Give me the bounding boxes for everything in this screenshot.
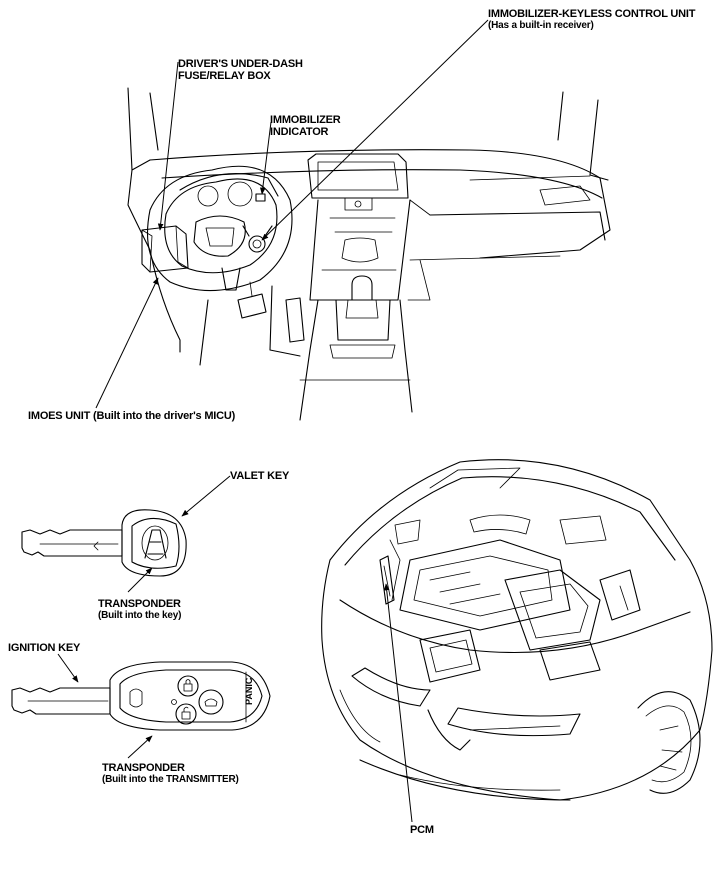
keyless-control-unit-note: (Has a built-in receiver)	[488, 20, 594, 31]
valet-key-illustration	[21, 509, 187, 577]
immobilizer-indicator-line1: IMMOBILIZER	[270, 114, 341, 126]
transponder-key-label: TRANSPONDER (Built into the key)	[98, 598, 181, 622]
trunk-icon	[204, 698, 218, 707]
pcm-label: PCM	[410, 824, 434, 836]
panic-button-label: PANIC	[244, 677, 254, 705]
unlock-icon	[181, 706, 191, 720]
immobilizer-indicator-line2: INDICATOR	[270, 126, 329, 138]
transponder-key-line2: (Built into the key)	[98, 610, 182, 621]
keyless-control-unit-title: IMMOBILIZER-KEYLESS CONTROL UNIT	[488, 8, 696, 20]
transponder-transmitter-line2: (Built into the TRANSMITTER)	[102, 774, 239, 785]
engine-bay-illustration	[321, 459, 713, 801]
fuse-relay-box-line2: FUSE/RELAY BOX	[178, 70, 271, 82]
transponder-transmitter-line1: TRANSPONDER	[102, 762, 185, 774]
transponder-key-line1: TRANSPONDER	[98, 598, 181, 610]
fuse-relay-box-label: DRIVER'S UNDER-DASH FUSE/RELAY BOX	[178, 58, 303, 82]
ignition-key-label: IGNITION KEY	[8, 642, 81, 654]
immobilizer-indicator-label: IMMOBILIZER INDICATOR	[270, 114, 341, 138]
keyless-control-unit-label: IMMOBILIZER-KEYLESS CONTROL UNIT (Has a …	[488, 8, 695, 32]
acura-logo-icon	[144, 529, 167, 559]
ignition-key-illustration: PANIC	[11, 661, 271, 731]
transponder-transmitter-label: TRANSPONDER (Built into the TRANSMITTER)	[102, 762, 239, 786]
dashboard-illustration	[127, 87, 611, 421]
valet-key-label: VALET KEY	[230, 470, 290, 482]
imoes-unit-label: IMOES UNIT (Built into the driver's MICU…	[28, 410, 236, 422]
lock-icon	[183, 679, 193, 692]
fuse-relay-box-line1: DRIVER'S UNDER-DASH	[178, 58, 303, 70]
